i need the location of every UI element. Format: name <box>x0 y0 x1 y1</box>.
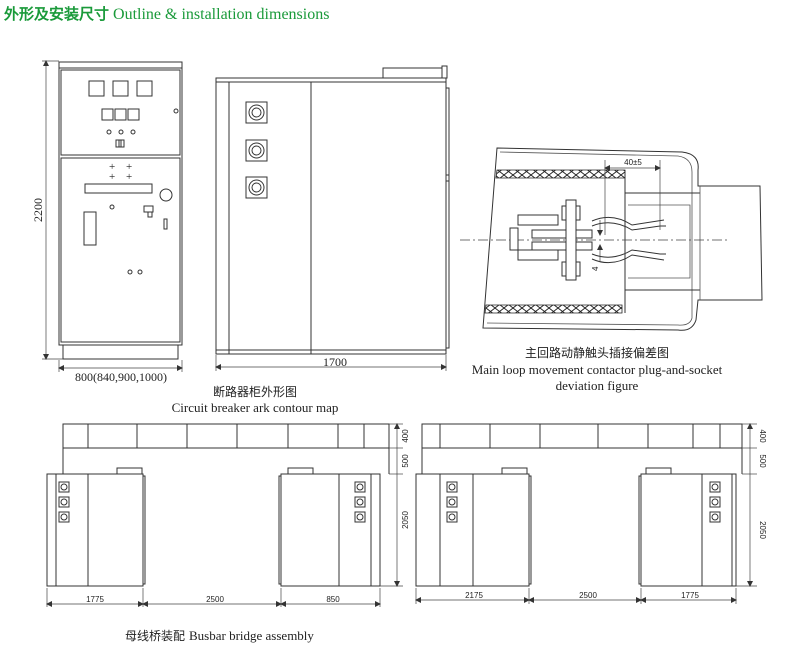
cabinet-width-label: 800(840,900,1000) <box>75 370 167 384</box>
screw-icon <box>137 269 143 275</box>
lamp-icon <box>354 481 366 493</box>
busbar-right-w2: 2500 <box>579 591 597 600</box>
lock-icon <box>173 108 179 114</box>
plus-icon: + <box>109 171 115 183</box>
busbar-right-w3: 1775 <box>681 591 699 600</box>
meter-icon <box>136 80 153 97</box>
contact-caption-en-line1: Main loop movement contactor plug-and-so… <box>472 362 723 377</box>
busbar-right-h1: 400 <box>758 429 767 443</box>
cabinet-front-base <box>62 344 179 360</box>
busbar-left-w3: 850 <box>326 595 340 604</box>
cabinet-caption-en: Circuit breaker ark contour map <box>172 400 339 415</box>
busbar-right-h3: 2050 <box>758 521 767 539</box>
busbar-left-h1: 400 <box>401 429 410 443</box>
insulation-hatch <box>495 169 626 179</box>
plus-icon: + <box>109 161 115 173</box>
lower-door <box>60 157 181 343</box>
indicator-icon <box>127 108 140 121</box>
lamp-icon <box>446 511 458 523</box>
upper-door <box>60 69 181 156</box>
window <box>83 211 97 246</box>
moving-contact <box>517 214 559 226</box>
cabinet-depth-label: 1700 <box>323 355 347 369</box>
meter-icon <box>112 80 129 97</box>
cabinet-side-outline <box>215 77 447 355</box>
indicator-lamp-icon <box>245 176 268 199</box>
contact-caption-zh: 主回路动静触头插接偏差图 <box>525 345 669 360</box>
lamp-icon <box>354 496 366 508</box>
lamp-icon <box>709 496 721 508</box>
lamp-icon <box>446 481 458 493</box>
lamp-icon <box>354 511 366 523</box>
busbar-left-h3: 2050 <box>401 511 410 529</box>
contact-caption-en-line2: deviation figure <box>556 378 639 393</box>
indicator-icon <box>114 108 127 121</box>
plus-icon: + <box>126 161 132 173</box>
busbar-bridge-right: 400 500 2050 2175 2500 1775 <box>415 423 767 604</box>
header-title-en: Outline & installation dimensions <box>113 6 330 23</box>
busbar-left-w1: 1775 <box>86 595 104 604</box>
lamp-icon <box>106 129 112 135</box>
gap-label: 4 <box>591 266 600 271</box>
cabinet-unit <box>640 473 737 587</box>
lamp-icon <box>118 129 124 135</box>
busbar-left-w2: 2500 <box>206 595 224 604</box>
meter-icon <box>88 80 105 97</box>
busbar-caption-zh: 母线桥装配 <box>125 629 185 643</box>
contact-detail-figure: 40±5 4 <box>460 147 763 331</box>
header-title-zh: 外形及安装尺寸 <box>4 5 110 23</box>
busbar-duct <box>62 423 390 449</box>
top-box <box>382 67 443 79</box>
indicator-lamp-icon <box>245 139 268 162</box>
latch-icon <box>163 218 168 230</box>
screw-icon <box>109 204 115 210</box>
indicator-lamp-icon <box>245 101 268 124</box>
busbar-left-h2: 500 <box>401 454 410 468</box>
operating-hole-icon <box>159 188 173 202</box>
busbar-right-h2: 500 <box>758 454 767 468</box>
lamp-icon <box>58 511 70 523</box>
screw-icon <box>127 269 133 275</box>
indicator-icon <box>101 108 114 121</box>
plus-icon: + <box>126 171 132 183</box>
lamp-icon <box>58 496 70 508</box>
lamp-icon <box>58 481 70 493</box>
busbar-caption-en: Busbar bridge assembly <box>189 628 314 643</box>
cabinet-side-view: 1700 <box>215 65 450 371</box>
lamp-icon <box>446 496 458 508</box>
lamp-icon <box>709 481 721 493</box>
handle-icon <box>143 205 154 213</box>
contact-housing-outline <box>482 147 763 331</box>
cabinet-front-outline <box>58 61 183 346</box>
switch-icon <box>115 139 125 148</box>
lamp-icon <box>709 511 721 523</box>
nameplate <box>84 183 153 194</box>
cabinet-caption-zh: 断路器柜外形图 <box>213 384 297 399</box>
moving-contact <box>517 249 559 261</box>
busbar-bridge-left: 400 500 2050 1775 2500 850 <box>46 423 410 607</box>
cabinet-front-view: + + + + 2200 800(840,900,1000) <box>31 60 183 384</box>
busbar-right-w1: 2175 <box>465 591 483 600</box>
cabinet-height-label: 2200 <box>31 198 45 222</box>
cabinet-unit <box>46 473 144 587</box>
insulation-hatch <box>484 304 623 314</box>
spring-clamp <box>565 199 577 281</box>
busbar-duct <box>421 423 743 449</box>
offset-label: 40±5 <box>624 158 642 167</box>
lamp-icon <box>130 129 136 135</box>
